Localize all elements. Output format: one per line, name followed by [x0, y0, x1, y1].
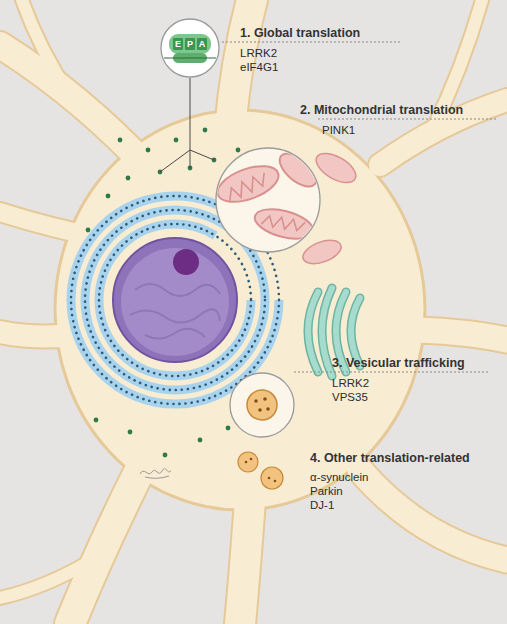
- mitochondrion: [213, 159, 283, 209]
- mitochondrion: [274, 147, 322, 192]
- golgi-cisterna: [351, 298, 360, 366]
- dendrite: [240, 500, 250, 624]
- ribosome-dot: [106, 194, 111, 199]
- golgi-cisterna: [308, 292, 318, 372]
- protein-name: VPS35: [332, 390, 368, 404]
- vesicle: [261, 467, 283, 489]
- mrna-strand: [164, 57, 216, 58]
- dendrite: [0, 45, 150, 170]
- dashed-underline: [222, 42, 400, 43]
- vesicle-cargo: [263, 397, 267, 401]
- mitochondria-zoom: [213, 147, 322, 244]
- callout-heading: 2. Mitochondrial translation: [300, 103, 463, 117]
- ribosome-dot: [198, 438, 203, 443]
- vesicle-cargo: [258, 408, 262, 412]
- ribosome-dot: [146, 148, 151, 153]
- mitochondrion: [311, 147, 360, 188]
- dendrite: [0, 45, 150, 170]
- ribosome-dot: [226, 426, 231, 431]
- vesicle-cargo: [245, 461, 248, 464]
- dashed-underline: [294, 372, 490, 373]
- vesicle-cargo: [274, 480, 277, 483]
- mitochondrion: [300, 236, 344, 268]
- protein-name: PINK1: [322, 123, 355, 137]
- nucleus: [113, 238, 237, 362]
- mitochondrion: [252, 204, 317, 245]
- dendrite: [0, 330, 100, 337]
- golgi-cisterna: [322, 288, 332, 376]
- vesicles-outside: [238, 452, 283, 489]
- callout-underlines: [222, 42, 496, 372]
- cristae: [225, 173, 270, 201]
- protein-name: LRRK2: [332, 376, 369, 390]
- ribosome-large-subunit: [169, 34, 211, 54]
- dendrite: [360, 470, 507, 560]
- vesicle-cargo: [254, 399, 258, 403]
- dendrite: [0, 330, 100, 337]
- protein-name: α-synuclein: [310, 470, 368, 484]
- protein-name: Parkin: [310, 484, 343, 498]
- ribosome-callout: EPA: [160, 18, 220, 78]
- dendrite: [22, 0, 70, 95]
- vesicle-cargo: [268, 477, 271, 480]
- nucleus-interior: [121, 248, 229, 356]
- vesicle: [238, 452, 258, 472]
- ribosome-dot: [128, 430, 133, 435]
- vesicle-zoom: [247, 390, 277, 420]
- protein-name: eIF4G1: [240, 60, 278, 74]
- leader-line: [160, 150, 214, 172]
- cytoplasm-ribosomes: [86, 128, 241, 458]
- dendrite: [240, 500, 250, 624]
- dashed-underline: [318, 119, 496, 120]
- cell-body: [55, 110, 425, 510]
- protein-name: LRRK2: [240, 46, 277, 60]
- golgi-cisterna: [351, 298, 360, 366]
- ribosome-dot: [174, 138, 179, 143]
- ribosome-dot: [94, 418, 99, 423]
- callout-heading: 3. Vesicular trafficking: [332, 356, 465, 370]
- golgi-cisterna: [322, 288, 332, 376]
- nucleolus: [173, 249, 199, 275]
- er-band: [99, 224, 251, 376]
- cristae: [261, 212, 305, 235]
- vesicle-cargo: [266, 407, 270, 411]
- ribosome-dot: [126, 176, 131, 181]
- dendrite: [70, 470, 140, 624]
- vesicle: [247, 390, 277, 420]
- magnifier-vesicles: [230, 373, 294, 437]
- vesicle-cargo: [250, 458, 253, 461]
- ribosome-dot: [86, 228, 91, 233]
- artist-signature: [140, 469, 171, 479]
- ribosome-dot: [236, 148, 241, 153]
- leader-line: [190, 78, 191, 150]
- ribosome-dot: [118, 138, 123, 143]
- site-row: EPA: [160, 38, 220, 50]
- dendrite: [400, 330, 507, 340]
- er-ribosomes: [99, 224, 251, 376]
- dendrite: [70, 470, 140, 624]
- ribosome-dot: [203, 128, 208, 133]
- leader-lines: [160, 78, 214, 172]
- chromatin: [130, 284, 220, 339]
- ribosome-dot: [163, 453, 168, 458]
- protein-name: DJ-1: [310, 498, 334, 512]
- callout-heading: 4. Other translation-related: [310, 451, 470, 465]
- callout-heading: 1. Global translation: [240, 26, 360, 40]
- magnifier-circle: [161, 19, 219, 77]
- golgi-cisterna: [308, 292, 318, 372]
- dendrite: [360, 470, 507, 560]
- ribosome-site: A: [197, 38, 207, 50]
- dendrite: [0, 560, 92, 598]
- ribosome-site: E: [173, 38, 183, 50]
- dendrite: [400, 330, 507, 340]
- ribosome-site: P: [185, 38, 195, 50]
